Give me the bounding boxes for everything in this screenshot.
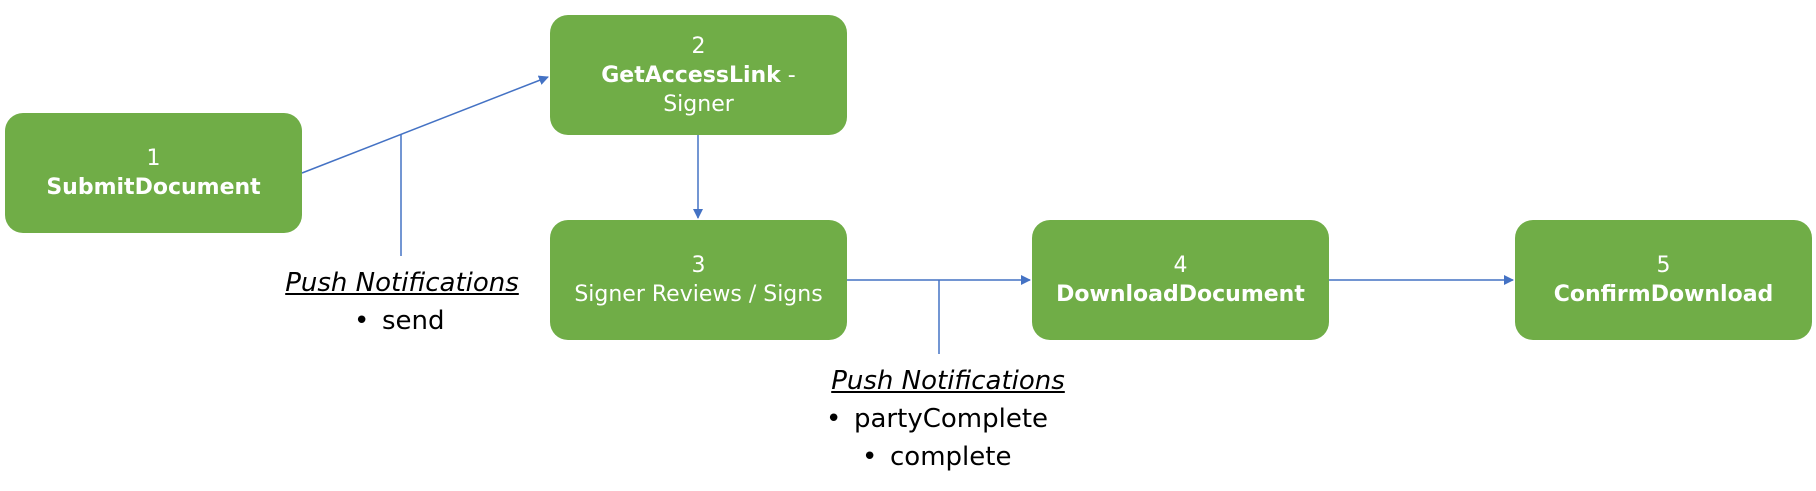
step-name-line: GetAccessLink - — [601, 61, 796, 90]
push-notifications-send: Push Notifications send — [282, 264, 522, 340]
notification-title: Push Notifications — [285, 268, 519, 298]
step-text: Signer Reviews / Signs — [574, 282, 823, 307]
step-confirm-download: 5 ConfirmDownload — [1515, 220, 1812, 340]
push-notifications-complete: Push Notifications partyComplete complet… — [818, 362, 1078, 476]
step-get-access-link: 2 GetAccessLink - Signer — [550, 15, 847, 135]
step-submit-document: 1 SubmitDocument — [5, 113, 302, 233]
step-name-suffix: - — [780, 62, 796, 88]
step-name: GetAccessLink — [601, 62, 781, 88]
arrow-step1-to-step2 — [301, 75, 549, 174]
step-number: 1 — [146, 146, 161, 171]
notification-event-list: send — [282, 302, 522, 340]
notification-event: send — [354, 302, 522, 340]
notification-title: Push Notifications — [831, 366, 1065, 396]
notification-event: complete — [818, 438, 1078, 476]
notification-event-list: partyComplete complete — [818, 400, 1078, 476]
step-number: 5 — [1656, 253, 1671, 278]
step-number: 4 — [1173, 253, 1188, 278]
step-number: 3 — [691, 253, 706, 278]
notification-event: partyComplete — [818, 400, 1078, 438]
step-name: SubmitDocument — [46, 175, 261, 200]
step-name: ConfirmDownload — [1553, 282, 1774, 307]
step-signer-reviews: 3 Signer Reviews / Signs — [550, 220, 847, 340]
step-name-line2: Signer — [663, 91, 734, 117]
step-name: DownloadDocument — [1056, 282, 1305, 307]
step-number: 2 — [691, 33, 706, 59]
step-download-document: 4 DownloadDocument — [1032, 220, 1329, 340]
